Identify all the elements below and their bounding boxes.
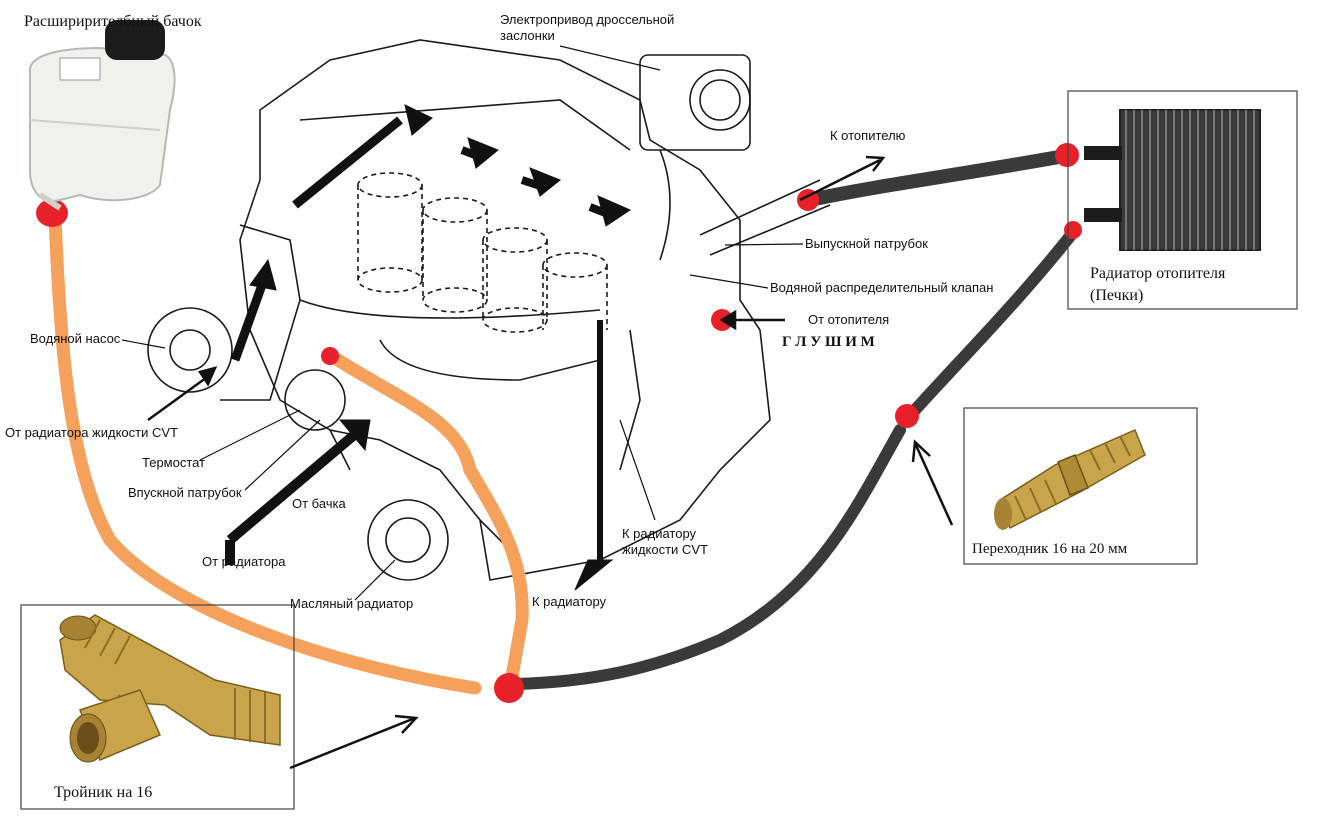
tee-fitting-icon bbox=[59, 614, 281, 763]
label-throttle-2: заслонки bbox=[500, 28, 555, 43]
joint-thermostat bbox=[321, 347, 339, 365]
orange-hose-group bbox=[48, 208, 529, 695]
label-to-cvt-1: К радиатору bbox=[622, 526, 697, 541]
label-throttle-1: Электропривод дроссельной bbox=[500, 12, 674, 27]
adapter-frame bbox=[963, 407, 1198, 565]
label-heater-core-2: (Печки) bbox=[1090, 287, 1143, 304]
label-from-radiator: От радиатора bbox=[202, 554, 286, 569]
label-water-valve: Водяной распределительный клапан bbox=[770, 280, 993, 295]
joint-core-out bbox=[1064, 221, 1082, 239]
label-expansion-tank: Расширирителбный бачок bbox=[24, 13, 202, 30]
label-to-cvt-2: жидкости CVT bbox=[622, 542, 708, 557]
label-outlet-pipe: Выпускной патрубок bbox=[805, 236, 928, 251]
flow-arrows bbox=[225, 104, 632, 591]
heater-core-icon bbox=[1084, 109, 1261, 251]
engine-drawing bbox=[147, 39, 831, 581]
label-oil-cooler: Масляный радиатор bbox=[290, 596, 413, 611]
label-from-heater: От отопителя bbox=[808, 312, 889, 327]
pointer-arrows bbox=[147, 155, 954, 770]
joint-tee bbox=[494, 673, 524, 703]
label-heater-core-1: Радиатор отопителя bbox=[1090, 265, 1226, 282]
label-to-radiator: К радиатору bbox=[532, 594, 607, 609]
label-thermostat: Термостат bbox=[142, 455, 205, 470]
tee-frame bbox=[20, 604, 295, 810]
dark-hose-group bbox=[509, 148, 1081, 690]
label-adapter: Переходник 16 на 20 мм bbox=[972, 541, 1128, 557]
joint-core-in bbox=[1055, 143, 1079, 167]
expansion-tank-icon bbox=[29, 20, 176, 211]
dark-hose-heater-out bbox=[909, 224, 1081, 416]
label-from-tank: От бачка bbox=[292, 496, 347, 511]
leader-lines bbox=[121, 45, 804, 601]
label-from-cvt-radiator: От радиатора жидкости CVT bbox=[5, 425, 178, 440]
label-tee: Тройник на 16 bbox=[54, 784, 152, 801]
label-water-pump: Водяной насос bbox=[30, 331, 121, 346]
heater-core-frame bbox=[1067, 90, 1298, 310]
orange-hose-thermostat bbox=[323, 348, 529, 695]
adapter-fitting-icon bbox=[994, 429, 1146, 530]
dark-hose-heater-in bbox=[803, 148, 1077, 207]
label-to-heater: К отопителю bbox=[830, 128, 906, 143]
orange-hose-tank bbox=[48, 208, 482, 695]
label-inlet-pipe: Впускной патрубок bbox=[128, 485, 242, 500]
dark-hose-return bbox=[509, 424, 906, 690]
joint-adapter bbox=[895, 404, 919, 428]
label-plug-note: Г Л У Ш И М bbox=[782, 334, 875, 350]
joint-markers bbox=[36, 143, 1082, 703]
